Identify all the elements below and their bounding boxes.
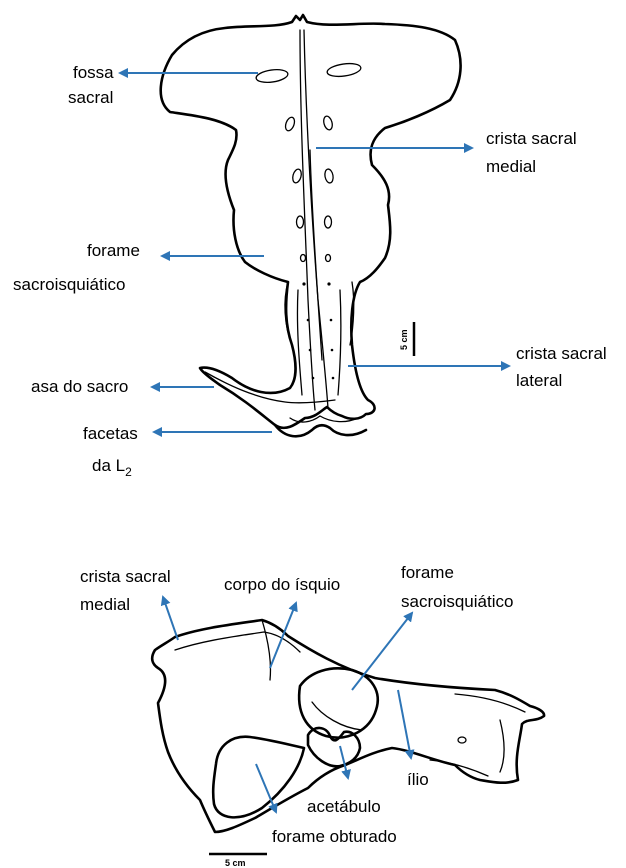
bottom-scale-bar: 5 cm bbox=[209, 854, 267, 868]
arrow-acetabulo bbox=[340, 746, 348, 778]
label-acetabulo: acetábulo bbox=[307, 797, 381, 816]
label-forame-bottom: forame bbox=[401, 563, 454, 582]
label-crista-sacral-bottom: crista sacral bbox=[80, 567, 171, 586]
label-sacroisquiatico-bottom: sacroisquiático bbox=[401, 592, 513, 611]
label-sacral: sacral bbox=[68, 88, 113, 107]
label-fossa: fossa bbox=[73, 63, 114, 82]
label-sacroisquiatico-top: sacroisquiático bbox=[13, 275, 125, 294]
label-corpo-do-isquio: corpo do ísquio bbox=[224, 575, 340, 594]
label-da-L2: da L2 bbox=[92, 456, 132, 479]
label-forame-top: forame bbox=[87, 241, 140, 260]
label-asa-do-sacro: asa do sacro bbox=[31, 377, 128, 396]
arrow-corpo-do-isquio bbox=[270, 603, 296, 668]
bottom-scale-label: 5 cm bbox=[225, 858, 246, 868]
arrow-ilio bbox=[398, 690, 411, 758]
bottom-labels: crista sacral medial corpo do ísquio for… bbox=[80, 563, 513, 846]
arrow-crista-sacral-medial-bottom bbox=[163, 597, 178, 640]
top-scale-label: 5 cm bbox=[399, 329, 409, 350]
label-facetas: facetas bbox=[83, 424, 138, 443]
label-medial-top: medial bbox=[486, 157, 536, 176]
label-ilio: ílio bbox=[407, 770, 429, 789]
label-crista-sacral-top: crista sacral bbox=[486, 129, 577, 148]
label-forame-obturado: forame obturado bbox=[272, 827, 397, 846]
sacrum-drawing bbox=[161, 15, 461, 436]
label-crista-sacral-lateral-2: lateral bbox=[516, 371, 562, 390]
top-scale-bar: 5 cm bbox=[399, 322, 414, 356]
label-medial-bottom: medial bbox=[80, 595, 130, 614]
label-crista-sacral-lateral-1: crista sacral bbox=[516, 344, 607, 363]
